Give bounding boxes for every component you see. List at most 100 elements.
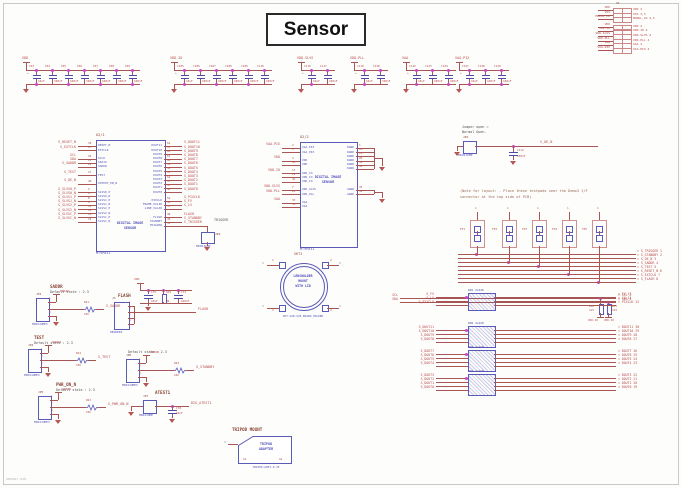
wire xyxy=(436,378,468,379)
resistor[interactable] xyxy=(86,403,98,411)
header-connector[interactable] xyxy=(114,302,130,330)
net-label: S_PIXCLK xyxy=(184,195,200,199)
capacitor[interactable] xyxy=(412,71,421,84)
lens-holder-name: MOUNT xyxy=(298,279,308,283)
jumper-ref: JP2 xyxy=(215,231,221,236)
pin-wire xyxy=(128,324,134,325)
testpad[interactable] xyxy=(532,220,547,248)
wire xyxy=(494,362,616,363)
capacitor[interactable] xyxy=(180,71,189,84)
pin-number: 32 xyxy=(359,159,363,164)
capacitor[interactable] xyxy=(481,71,490,84)
resistor[interactable] xyxy=(598,304,604,315)
capacitor[interactable] xyxy=(244,71,253,84)
jumper[interactable] xyxy=(36,298,50,322)
wire xyxy=(146,377,147,382)
lens-holder-mount[interactable] xyxy=(280,263,328,311)
ic-part: MT9P031 xyxy=(300,247,315,251)
pin-number: 35 xyxy=(359,185,363,189)
net-label: VDD-IO 4 xyxy=(633,28,648,33)
jumper[interactable] xyxy=(143,400,157,414)
pin-number: 8 xyxy=(88,195,90,200)
capacitor[interactable] xyxy=(376,71,385,84)
resistor[interactable] xyxy=(606,304,612,315)
capacitor[interactable] xyxy=(128,71,137,84)
jumper[interactable] xyxy=(28,349,42,373)
resistor-network[interactable] xyxy=(468,293,496,311)
testpad[interactable] xyxy=(562,220,577,248)
capacitor[interactable] xyxy=(196,71,205,84)
resistor-network[interactable] xyxy=(468,326,496,348)
sheet-frame xyxy=(3,3,679,485)
capacitor[interactable] xyxy=(307,71,316,84)
wire xyxy=(608,302,609,304)
net-label: SDA xyxy=(70,157,76,162)
jumper-ref: JP4 xyxy=(28,343,34,347)
off-sheet-net-label: » S_OE_N 3 xyxy=(637,257,657,262)
testpad[interactable] xyxy=(502,220,517,248)
testpad[interactable] xyxy=(592,220,607,248)
wire xyxy=(58,407,86,408)
pin-name: SLVS0_N xyxy=(98,193,111,198)
capacitor[interactable] xyxy=(64,71,73,84)
net-label: S_SLVS1_P xyxy=(58,195,76,199)
pin-wire xyxy=(282,164,300,166)
capacitor[interactable] xyxy=(212,71,221,84)
jumper[interactable] xyxy=(38,396,52,420)
capacitor[interactable] xyxy=(260,71,269,84)
ic-symbol[interactable] xyxy=(96,140,166,252)
resistor-network[interactable] xyxy=(468,350,496,372)
cap-plate xyxy=(509,152,518,154)
pin-number: 11 xyxy=(88,204,92,208)
cap-plate xyxy=(196,75,205,77)
pin-wire xyxy=(356,148,374,149)
capacitor[interactable] xyxy=(360,71,369,84)
wire xyxy=(568,231,570,235)
capacitor[interactable] xyxy=(323,71,332,84)
capacitor[interactable] xyxy=(228,71,237,84)
cap-ref: C97 xyxy=(93,63,99,68)
jumper[interactable] xyxy=(126,359,140,383)
cap-value: 10uF xyxy=(418,78,425,83)
capacitor[interactable] xyxy=(32,71,41,84)
wire xyxy=(311,70,312,75)
pin-number: 4 xyxy=(292,155,294,160)
net-label: VDD xyxy=(604,21,610,26)
jumper[interactable] xyxy=(463,141,477,154)
jumper[interactable] xyxy=(201,231,215,244)
cap-value: 100nF xyxy=(218,78,227,83)
capacitor[interactable] xyxy=(428,71,437,84)
tripod-part: TRIPOD-ADPT-6.35 xyxy=(252,465,280,469)
tripod-adapter-symbol[interactable] xyxy=(238,436,292,464)
wire xyxy=(458,274,636,275)
pin-number: 27 xyxy=(88,170,92,175)
resistor-network[interactable] xyxy=(468,374,496,396)
pin-wire xyxy=(50,407,58,408)
capacitor[interactable] xyxy=(444,71,453,84)
cap-ref: C124 xyxy=(441,63,448,68)
capacitor[interactable] xyxy=(96,71,105,84)
testpad[interactable] xyxy=(470,220,485,248)
resistor[interactable] xyxy=(84,305,96,313)
junction-dot xyxy=(430,69,434,72)
capacitor[interactable] xyxy=(465,71,474,84)
resistor[interactable] xyxy=(76,356,88,364)
capacitor[interactable] xyxy=(80,71,89,84)
cap-plate xyxy=(112,78,121,80)
capacitor[interactable] xyxy=(112,71,121,84)
off-sheet-net-label: » DOUT1 20 xyxy=(618,381,638,386)
capacitor[interactable] xyxy=(48,71,57,84)
power-bar xyxy=(597,317,604,318)
net-label: S_SLVS0_N xyxy=(58,190,76,195)
capacitor[interactable] xyxy=(497,71,506,84)
cap-ref: C127 xyxy=(462,63,469,68)
net-label: VAA xyxy=(274,197,280,201)
pin-wire xyxy=(356,190,374,191)
resistor[interactable] xyxy=(174,366,186,374)
power-bar xyxy=(45,345,52,346)
net-label: S_RESET_N xyxy=(58,140,76,145)
pin-wire xyxy=(164,209,182,210)
pin-wire xyxy=(78,146,96,147)
wire xyxy=(406,84,407,89)
pin-number: 7 xyxy=(292,185,294,189)
